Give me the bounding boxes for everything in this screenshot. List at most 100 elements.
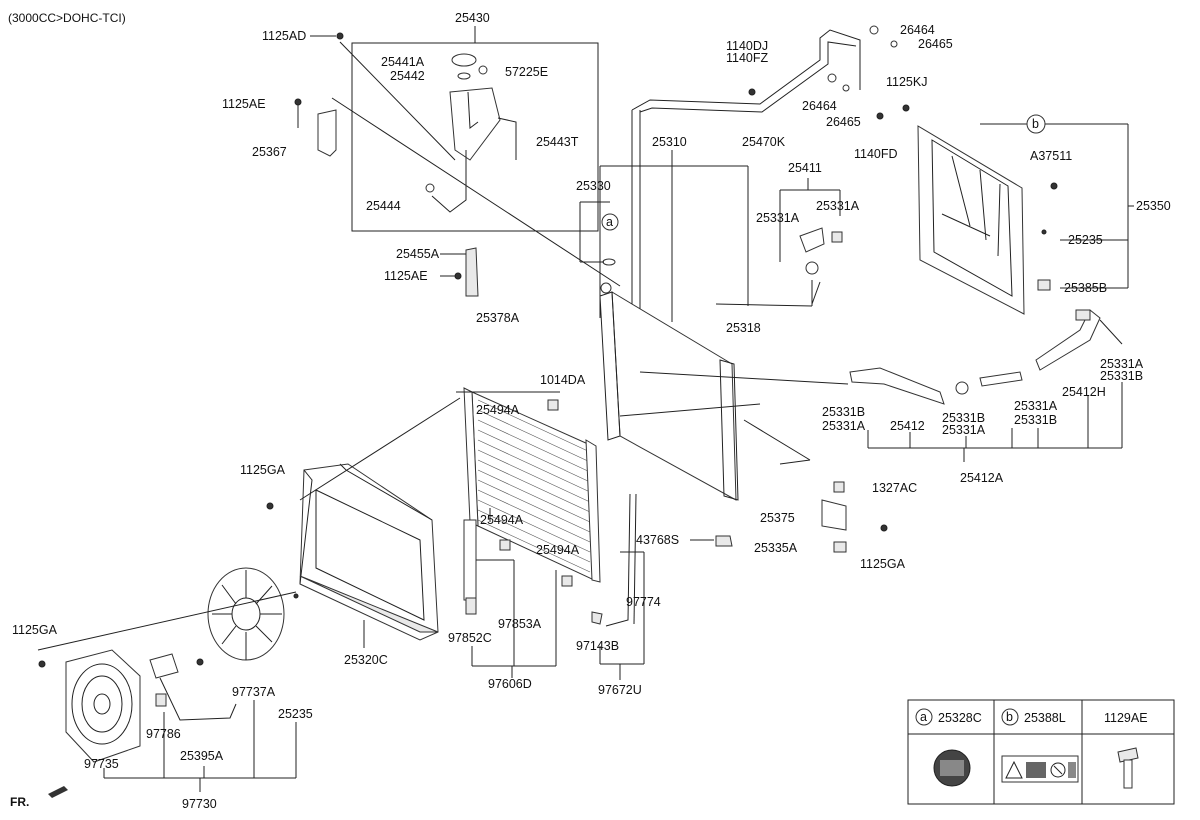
callout-25235-2[interactable]: 25235	[278, 707, 313, 721]
callout-25494A[interactable]: 25494A	[476, 403, 520, 417]
callout-97143B[interactable]: 97143B	[576, 639, 619, 653]
callout-1140FZ[interactable]: 1140FZ	[726, 51, 769, 65]
callout-25330[interactable]: 25330	[576, 179, 611, 193]
callout-25331B-3[interactable]: 25331B	[1100, 369, 1143, 383]
callout-97774[interactable]: 97774	[626, 595, 661, 609]
callout-97735[interactable]: 97735	[84, 757, 119, 771]
hose-joint[interactable]	[979, 371, 1023, 387]
radiator-hoses	[779, 178, 1123, 462]
callout-25331A-3[interactable]: 25331A	[1100, 357, 1144, 371]
callout-25331A-5[interactable]: 25331A	[942, 423, 986, 437]
callout-A37511[interactable]: A37511	[1030, 149, 1072, 163]
callout-25331A-2[interactable]: 25331A	[816, 199, 860, 213]
fan-motor[interactable]	[149, 653, 179, 679]
svg-text:b: b	[1032, 117, 1039, 131]
reservoir-cap[interactable]	[451, 53, 477, 67]
callout-25412A[interactable]: 25412A	[960, 471, 1004, 485]
callout-26465-2[interactable]: 26465	[826, 115, 861, 129]
legend-c-label: 1129AE	[1104, 711, 1148, 725]
callout-25331A[interactable]: 25331A	[756, 211, 800, 225]
callout-1327AC[interactable]: 1327AC	[872, 481, 917, 495]
callout-97606D[interactable]: 97606D	[488, 677, 532, 691]
callout-43768S[interactable]: 43768S	[636, 533, 679, 547]
legend-frame	[907, 699, 1175, 805]
callout-97737A[interactable]: 97737A	[232, 685, 276, 699]
shroud-right-panel[interactable]	[917, 125, 1025, 315]
callout-25494A-2[interactable]: 25494A	[480, 513, 524, 527]
callout-25378A[interactable]: 25378A	[476, 311, 520, 325]
callout-25320C[interactable]: 25320C	[344, 653, 388, 667]
callout-1140DJ[interactable]: 1140DJ	[726, 39, 768, 53]
radiator-bracket[interactable]	[821, 499, 847, 531]
hose-clamp	[805, 261, 819, 275]
legend-b-circle	[1001, 708, 1019, 726]
callout-26465[interactable]: 26465	[918, 37, 953, 51]
callout-25331A-6[interactable]: 25331A	[1014, 399, 1058, 413]
callout-25331B-2[interactable]: 25331B	[942, 411, 985, 425]
clamp-icon	[890, 40, 898, 48]
callout-1125GA[interactable]: 1125GA	[860, 557, 906, 571]
callout-25331A-4[interactable]: 25331A	[822, 419, 866, 433]
callout-25494A-3[interactable]: 25494A	[536, 543, 580, 557]
callout-25395A[interactable]: 25395A	[180, 749, 224, 763]
radiator-core[interactable]	[611, 291, 737, 501]
svg-text:a: a	[606, 215, 613, 229]
callout-25455A[interactable]: 25455A	[396, 247, 440, 261]
marker-b-circle	[1026, 114, 1046, 134]
radiator-cap-seat	[600, 282, 612, 294]
callout-57225E[interactable]: 57225E	[505, 65, 548, 79]
drier-plug	[465, 597, 477, 615]
callout-1014DA[interactable]: 1014DA	[540, 373, 586, 387]
callout-1125GA-2[interactable]: 1125GA	[240, 463, 286, 477]
callout-25385B[interactable]: 25385B	[1064, 281, 1107, 295]
callout-25367[interactable]: 25367	[252, 145, 287, 159]
callout-97786[interactable]: 97786	[146, 727, 181, 741]
callout-25430[interactable]: 25430	[455, 11, 490, 25]
callout-97672U[interactable]: 97672U	[598, 683, 642, 697]
drain-plug[interactable]	[715, 535, 733, 547]
callout-1125AD[interactable]: 1125AD	[262, 29, 306, 43]
callout-25444[interactable]: 25444	[366, 199, 401, 213]
callout-1125KJ[interactable]: 1125KJ	[886, 75, 927, 89]
upper-hose[interactable]	[799, 227, 825, 253]
callout-25350[interactable]: 25350	[1136, 199, 1171, 213]
callout-25412[interactable]: 25412	[890, 419, 925, 433]
condenser-bracket	[561, 575, 573, 587]
fan-motor-frame[interactable]	[65, 649, 141, 763]
bolt-icon	[1050, 182, 1058, 190]
callout-25412H[interactable]: 25412H	[1062, 385, 1106, 399]
reservoir-bracket[interactable]	[317, 109, 337, 157]
callout-26464-2[interactable]: 26464	[802, 99, 837, 113]
callout-1125AE[interactable]: 1125AE	[222, 97, 266, 111]
callout-25470K[interactable]: 25470K	[742, 135, 786, 149]
callout-1125AE-2[interactable]: 1125AE	[384, 269, 428, 283]
callout-25235[interactable]: 25235	[1068, 233, 1103, 247]
legend-a-circle	[915, 708, 933, 726]
condenser-bracket	[499, 539, 511, 551]
callout-25310[interactable]: 25310	[652, 135, 687, 149]
callout-97730[interactable]: 97730	[182, 797, 217, 811]
clamp-icon	[869, 25, 879, 35]
callout-25318[interactable]: 25318	[726, 321, 761, 335]
callout-25375[interactable]: 25375	[760, 511, 795, 525]
callout-97853A[interactable]: 97853A	[498, 617, 542, 631]
callout-25442[interactable]: 25442	[390, 69, 425, 83]
callout-25443T[interactable]: 25443T	[536, 135, 579, 149]
lower-bracket	[743, 419, 888, 553]
callout-97852C[interactable]: 97852C	[448, 631, 492, 645]
lower-hose[interactable]	[849, 367, 945, 405]
callout-25411[interactable]: 25411	[788, 161, 822, 175]
shroud-panel[interactable]	[299, 463, 439, 641]
callout-25441A[interactable]: 25441A	[381, 55, 425, 69]
callout-26464[interactable]: 26464	[900, 23, 935, 37]
callout-1140FD[interactable]: 1140FD	[854, 147, 898, 161]
bolt-icon	[196, 658, 204, 666]
receiver-drier[interactable]	[463, 519, 477, 601]
reservoir-hose-bracket[interactable]	[465, 247, 479, 297]
callout-1125GA-3[interactable]: 1125GA	[12, 623, 58, 637]
hose-clamp	[955, 381, 969, 395]
callout-25335A[interactable]: 25335A	[754, 541, 798, 555]
overflow-hose	[631, 25, 910, 360]
callout-25331B-4[interactable]: 25331B	[1014, 413, 1057, 427]
callout-25331B[interactable]: 25331B	[822, 405, 865, 419]
